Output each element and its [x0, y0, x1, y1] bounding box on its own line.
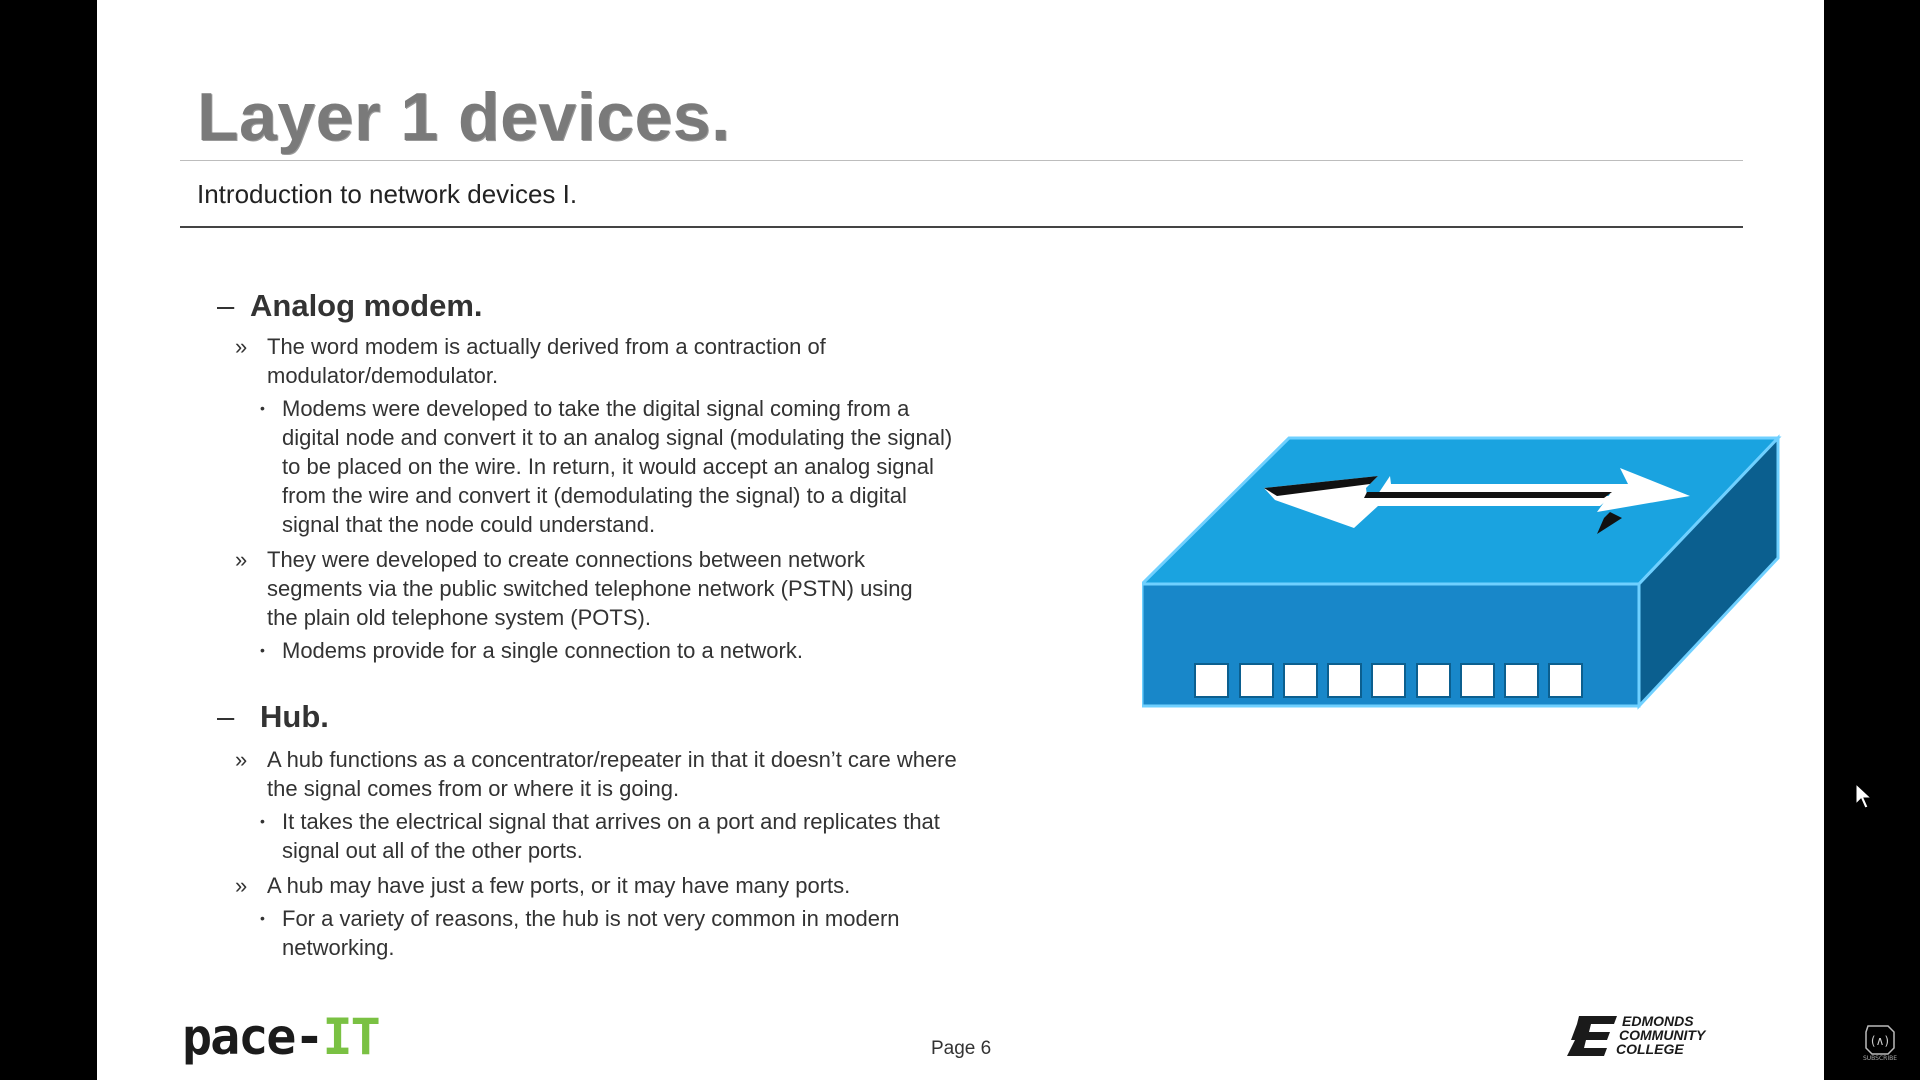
logo-text-pace: pace- — [182, 1008, 325, 1066]
hub-port — [1239, 663, 1274, 698]
bullet-text: It takes the electrical signal that arri… — [282, 809, 940, 863]
bullet-marker: • — [260, 910, 265, 926]
hub-port — [1327, 663, 1362, 698]
bullet-text: For a variety of reasons, the hub is not… — [282, 906, 900, 960]
bullet-marker: » — [235, 334, 248, 359]
bullet-text: A hub functions as a concentrator/repeat… — [267, 747, 957, 801]
bullet-marker: • — [260, 400, 265, 416]
bullet-level1: » They were developed to create connecti… — [235, 545, 977, 632]
bullet-level1: » A hub may have just a few ports, or it… — [235, 871, 977, 900]
bullet-marker: » — [235, 747, 248, 772]
svg-text:(∧): (∧) — [1871, 1034, 1889, 1048]
mouse-cursor-icon — [1855, 783, 1873, 809]
college-e-mark — [1567, 1016, 1617, 1056]
bullet-text: A hub may have just a few ports, or it m… — [267, 873, 851, 898]
hub-device-icon — [1142, 434, 1782, 710]
section-heading-text: Hub. — [260, 699, 329, 734]
college-name-line3: COLLEGE — [1616, 1041, 1684, 1057]
title-divider — [180, 160, 1743, 161]
dash-marker: – — [217, 288, 235, 323]
bullet-text: They were developed to create connection… — [267, 547, 913, 630]
bullet-text: The word modem is actually derived from … — [267, 334, 826, 388]
hub-ports — [1194, 663, 1583, 698]
dash-marker: – — [217, 699, 235, 734]
hub-port — [1460, 663, 1495, 698]
bullet-level2: • For a variety of reasons, the hub is n… — [260, 904, 977, 962]
hub-port — [1416, 663, 1451, 698]
bullet-level1: » The word modem is actually derived fro… — [235, 332, 977, 390]
bullet-level2: • It takes the electrical signal that ar… — [260, 807, 977, 865]
hub-port — [1194, 663, 1229, 698]
bullet-level2: • Modems were developed to take the digi… — [260, 394, 977, 539]
bidirectional-arrow-icon — [1264, 468, 1690, 534]
bullet-marker: • — [260, 642, 265, 658]
subscribe-watermark-icon[interactable]: (∧) SUBSCRIBE — [1858, 1022, 1902, 1062]
slide-content: – Analog modem. » The word modem is actu… — [217, 288, 977, 962]
hub-port — [1371, 663, 1406, 698]
bullet-marker: » — [235, 873, 248, 898]
hub-port — [1504, 663, 1539, 698]
college-name-line1: EDMONDS — [1622, 1013, 1694, 1029]
bullet-level1: » A hub functions as a concentrator/repe… — [235, 745, 977, 803]
bullet-text: Modems were developed to take the digita… — [282, 396, 953, 537]
hub-port — [1283, 663, 1318, 698]
section-heading-hub: – Hub. — [217, 699, 977, 735]
slide: Layer 1 devices. Introduction to network… — [97, 0, 1824, 1080]
bullet-level2: • Modems provide for a single connection… — [260, 636, 977, 665]
hub-port — [1548, 663, 1583, 698]
pace-it-logo: pace-IT — [182, 1012, 381, 1062]
slide-subtitle: Introduction to network devices I. — [197, 179, 578, 209]
bullet-text: Modems provide for a single connection t… — [282, 638, 803, 663]
bullet-marker: • — [260, 813, 265, 829]
section-heading-modem: – Analog modem. — [217, 288, 977, 324]
section-heading-text: Analog modem. — [250, 288, 483, 323]
college-name-line2: COMMUNITY — [1619, 1027, 1707, 1043]
bullet-marker: » — [235, 547, 248, 572]
logo-text-it: IT — [322, 1008, 381, 1066]
subscribe-label: SUBSCRIBE — [1863, 1055, 1897, 1062]
edmonds-college-logo: EDMONDS COMMUNITY COLLEGE — [1567, 1013, 1707, 1057]
slide-title: Layer 1 devices. — [197, 79, 731, 155]
subtitle-divider — [180, 226, 1743, 228]
page-number: Page 6 — [931, 1038, 992, 1059]
